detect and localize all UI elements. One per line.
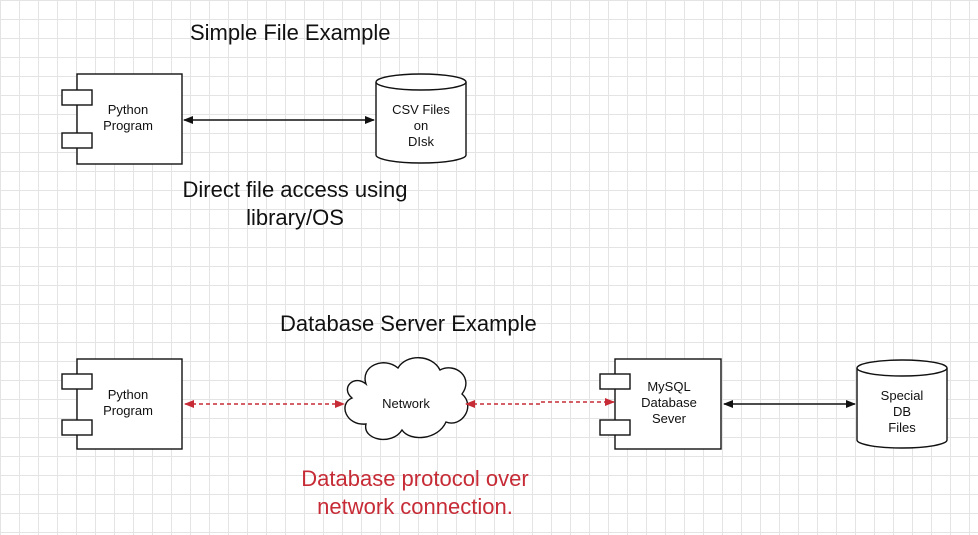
label-line: Sever [652,411,686,426]
label-line: DIsk [408,134,434,149]
database-server-title: Database Server Example [280,311,537,336]
label-line: Program [103,118,153,133]
csv-files-cylinder [375,73,467,164]
csv-files-label: CSV Files on DIsk [376,102,466,150]
caption-line: library/OS [246,205,344,230]
db-files-cylinder [856,359,948,449]
label-line: Python [107,387,149,402]
label-line: MySQL [647,379,691,394]
network-label: Network [382,396,430,411]
mysql-server-label: MySQL Database Sever [630,379,708,427]
label-line: DB [892,404,912,419]
label-line: Files [888,420,916,435]
label-line: on [413,118,429,133]
network-cloud [344,357,469,441]
label-line: Python [107,102,149,117]
protocol-link-right [465,398,615,408]
mysql-server-component [599,358,722,450]
simple-file-title: Simple File Example [190,20,391,45]
python-program-label-1: Python Program [92,102,164,134]
python-component-1 [61,73,183,165]
caption-line: Database protocol over [301,466,529,491]
protocol-caption: Database protocol over network connectio… [270,465,560,521]
python-component-2 [61,358,183,450]
label-line: Special [880,388,924,403]
caption-line: Direct file access using [182,177,408,202]
label-line: Program [103,403,153,418]
db-files-label: Special DB Files [857,388,947,436]
caption-line: network connection. [317,494,513,519]
label-line: Database [641,395,697,410]
python-program-label-2: Python Program [92,387,164,419]
file-access-caption: Direct file access using library/OS [150,176,440,232]
label-line: CSV Files [392,102,450,117]
